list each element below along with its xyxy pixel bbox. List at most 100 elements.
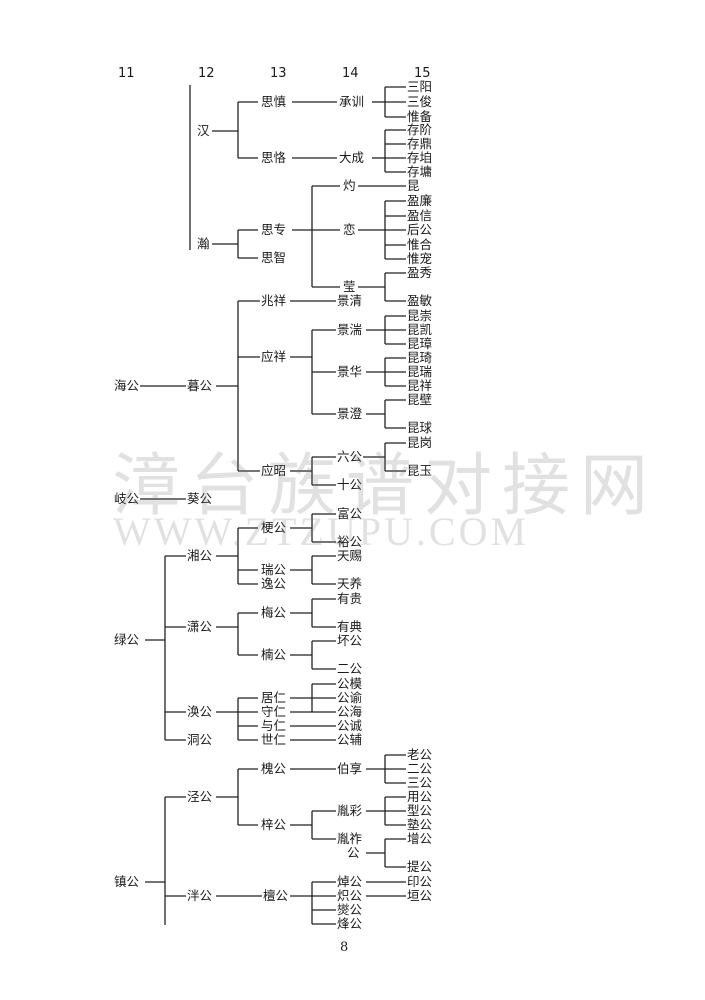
person-name: 十公 <box>336 477 364 492</box>
person-name: 景清 <box>336 293 364 308</box>
person-name: 富公 <box>336 506 364 521</box>
person-name: 灼 <box>342 178 357 193</box>
person-name: 昆 <box>406 178 421 193</box>
person-name: 裕公 <box>336 534 364 549</box>
person-name: 岐公 <box>113 491 141 506</box>
person-name: 焯公 <box>336 874 364 889</box>
person-name: 绿公 <box>113 632 141 647</box>
person-name: 兆祥 <box>260 293 288 308</box>
person-name: 昆球 <box>406 420 434 435</box>
person-name: 天赐 <box>336 548 364 563</box>
person-name: 葵公 <box>186 491 214 506</box>
person-name: 有贵 <box>336 591 364 606</box>
person-name: 潇公 <box>186 619 214 634</box>
person-name: 梓公 <box>260 817 288 832</box>
person-name: 提公 <box>406 859 434 874</box>
person-name: 瀚 <box>196 236 211 251</box>
person-name: 景澄 <box>336 406 364 421</box>
generation-label-14: 14 <box>342 66 359 81</box>
person-name: 思慎 <box>260 94 288 109</box>
generation-label-15: 15 <box>414 66 431 81</box>
person-name: 昆瑞 <box>406 364 434 379</box>
person-name: 老公 <box>406 747 434 762</box>
generation-label-13: 13 <box>270 66 287 81</box>
person-name: 景华 <box>336 364 364 379</box>
person-name: 公 <box>346 845 361 860</box>
person-name: 三公 <box>406 775 434 790</box>
person-name: 昆崇 <box>406 308 434 323</box>
person-name: 增公 <box>406 831 434 846</box>
person-name: 三俊 <box>406 94 434 109</box>
person-name: 暮公 <box>186 378 214 393</box>
person-name: 惟备 <box>406 109 434 124</box>
person-name: 惟宠 <box>406 251 434 266</box>
person-name: 汉 <box>196 123 211 138</box>
person-name: 塾公 <box>406 817 434 832</box>
person-name: 恋 <box>342 222 357 237</box>
person-name: 伯享 <box>336 761 364 776</box>
person-name: 槐公 <box>260 761 288 776</box>
person-name: 胤彩 <box>336 803 364 818</box>
person-name: 景湍 <box>336 322 364 337</box>
person-name: 昆璋 <box>406 336 434 351</box>
person-name: 昆壁 <box>406 392 434 407</box>
person-name: 用公 <box>406 789 434 804</box>
person-name: 盈信 <box>406 208 434 223</box>
person-name: 有典 <box>336 619 364 634</box>
person-name: 与仁 <box>260 718 288 733</box>
person-name: 洞公 <box>186 732 214 747</box>
person-name: 二公 <box>406 761 434 776</box>
person-name: 世仁 <box>260 732 288 747</box>
person-name: 楠公 <box>260 647 288 662</box>
person-name: 胤祚 <box>336 831 364 846</box>
person-name: 涣公 <box>186 704 214 719</box>
person-name: 湘公 <box>186 548 214 563</box>
person-name: 六公 <box>336 449 364 464</box>
person-name: 三阳 <box>406 79 434 94</box>
person-name: 存垍 <box>406 150 434 165</box>
person-name: 盈秀 <box>406 265 434 280</box>
person-name: 公诚 <box>336 718 364 733</box>
person-name: 昆玉 <box>406 463 434 478</box>
watermark-chinese: 漳台族谱对接网 <box>112 447 659 526</box>
person-name: 公海 <box>336 704 364 719</box>
person-name: 型公 <box>406 803 434 818</box>
person-name: 天养 <box>336 576 364 591</box>
person-name: 瑞公 <box>260 562 288 577</box>
person-name: 二公 <box>336 661 364 676</box>
person-name: 应祥 <box>260 349 288 364</box>
person-name: 盈敏 <box>406 293 434 308</box>
person-name: 炽公 <box>336 888 364 903</box>
person-name: 思智 <box>260 250 288 265</box>
person-name: 承训 <box>338 94 366 109</box>
person-name: 后公 <box>406 222 434 237</box>
person-name: 存墉 <box>406 164 434 179</box>
person-name: 垣公 <box>406 888 434 903</box>
person-name: 守仁 <box>260 704 288 719</box>
page-number: 8 <box>340 940 349 955</box>
person-name: 昆凯 <box>406 322 434 337</box>
person-name: 海公 <box>113 378 141 393</box>
person-name: 昆琦 <box>406 350 434 365</box>
person-name: 公模 <box>336 676 364 691</box>
person-name: 泮公 <box>186 888 214 903</box>
person-name: 公辅 <box>336 732 364 747</box>
generation-label-11: 11 <box>118 66 135 81</box>
person-name: 印公 <box>406 874 434 889</box>
person-name: 盈廉 <box>406 193 434 208</box>
person-name: 应昭 <box>260 463 288 478</box>
person-name: 昆祥 <box>406 378 434 393</box>
person-name: 大成 <box>338 150 366 165</box>
person-name: 思专 <box>260 222 288 237</box>
generation-label-12: 12 <box>198 66 215 81</box>
person-name: 镇公 <box>113 874 141 889</box>
person-name: 存阶 <box>406 122 434 137</box>
person-name: 思恪 <box>260 150 288 165</box>
watermark-url: WWW.ZTZUPU.COM <box>113 509 530 554</box>
person-name: 烽公 <box>336 916 364 931</box>
person-name: 公谕 <box>336 690 364 705</box>
person-name: 檀公 <box>262 888 290 903</box>
person-name: 爕公 <box>336 902 364 917</box>
